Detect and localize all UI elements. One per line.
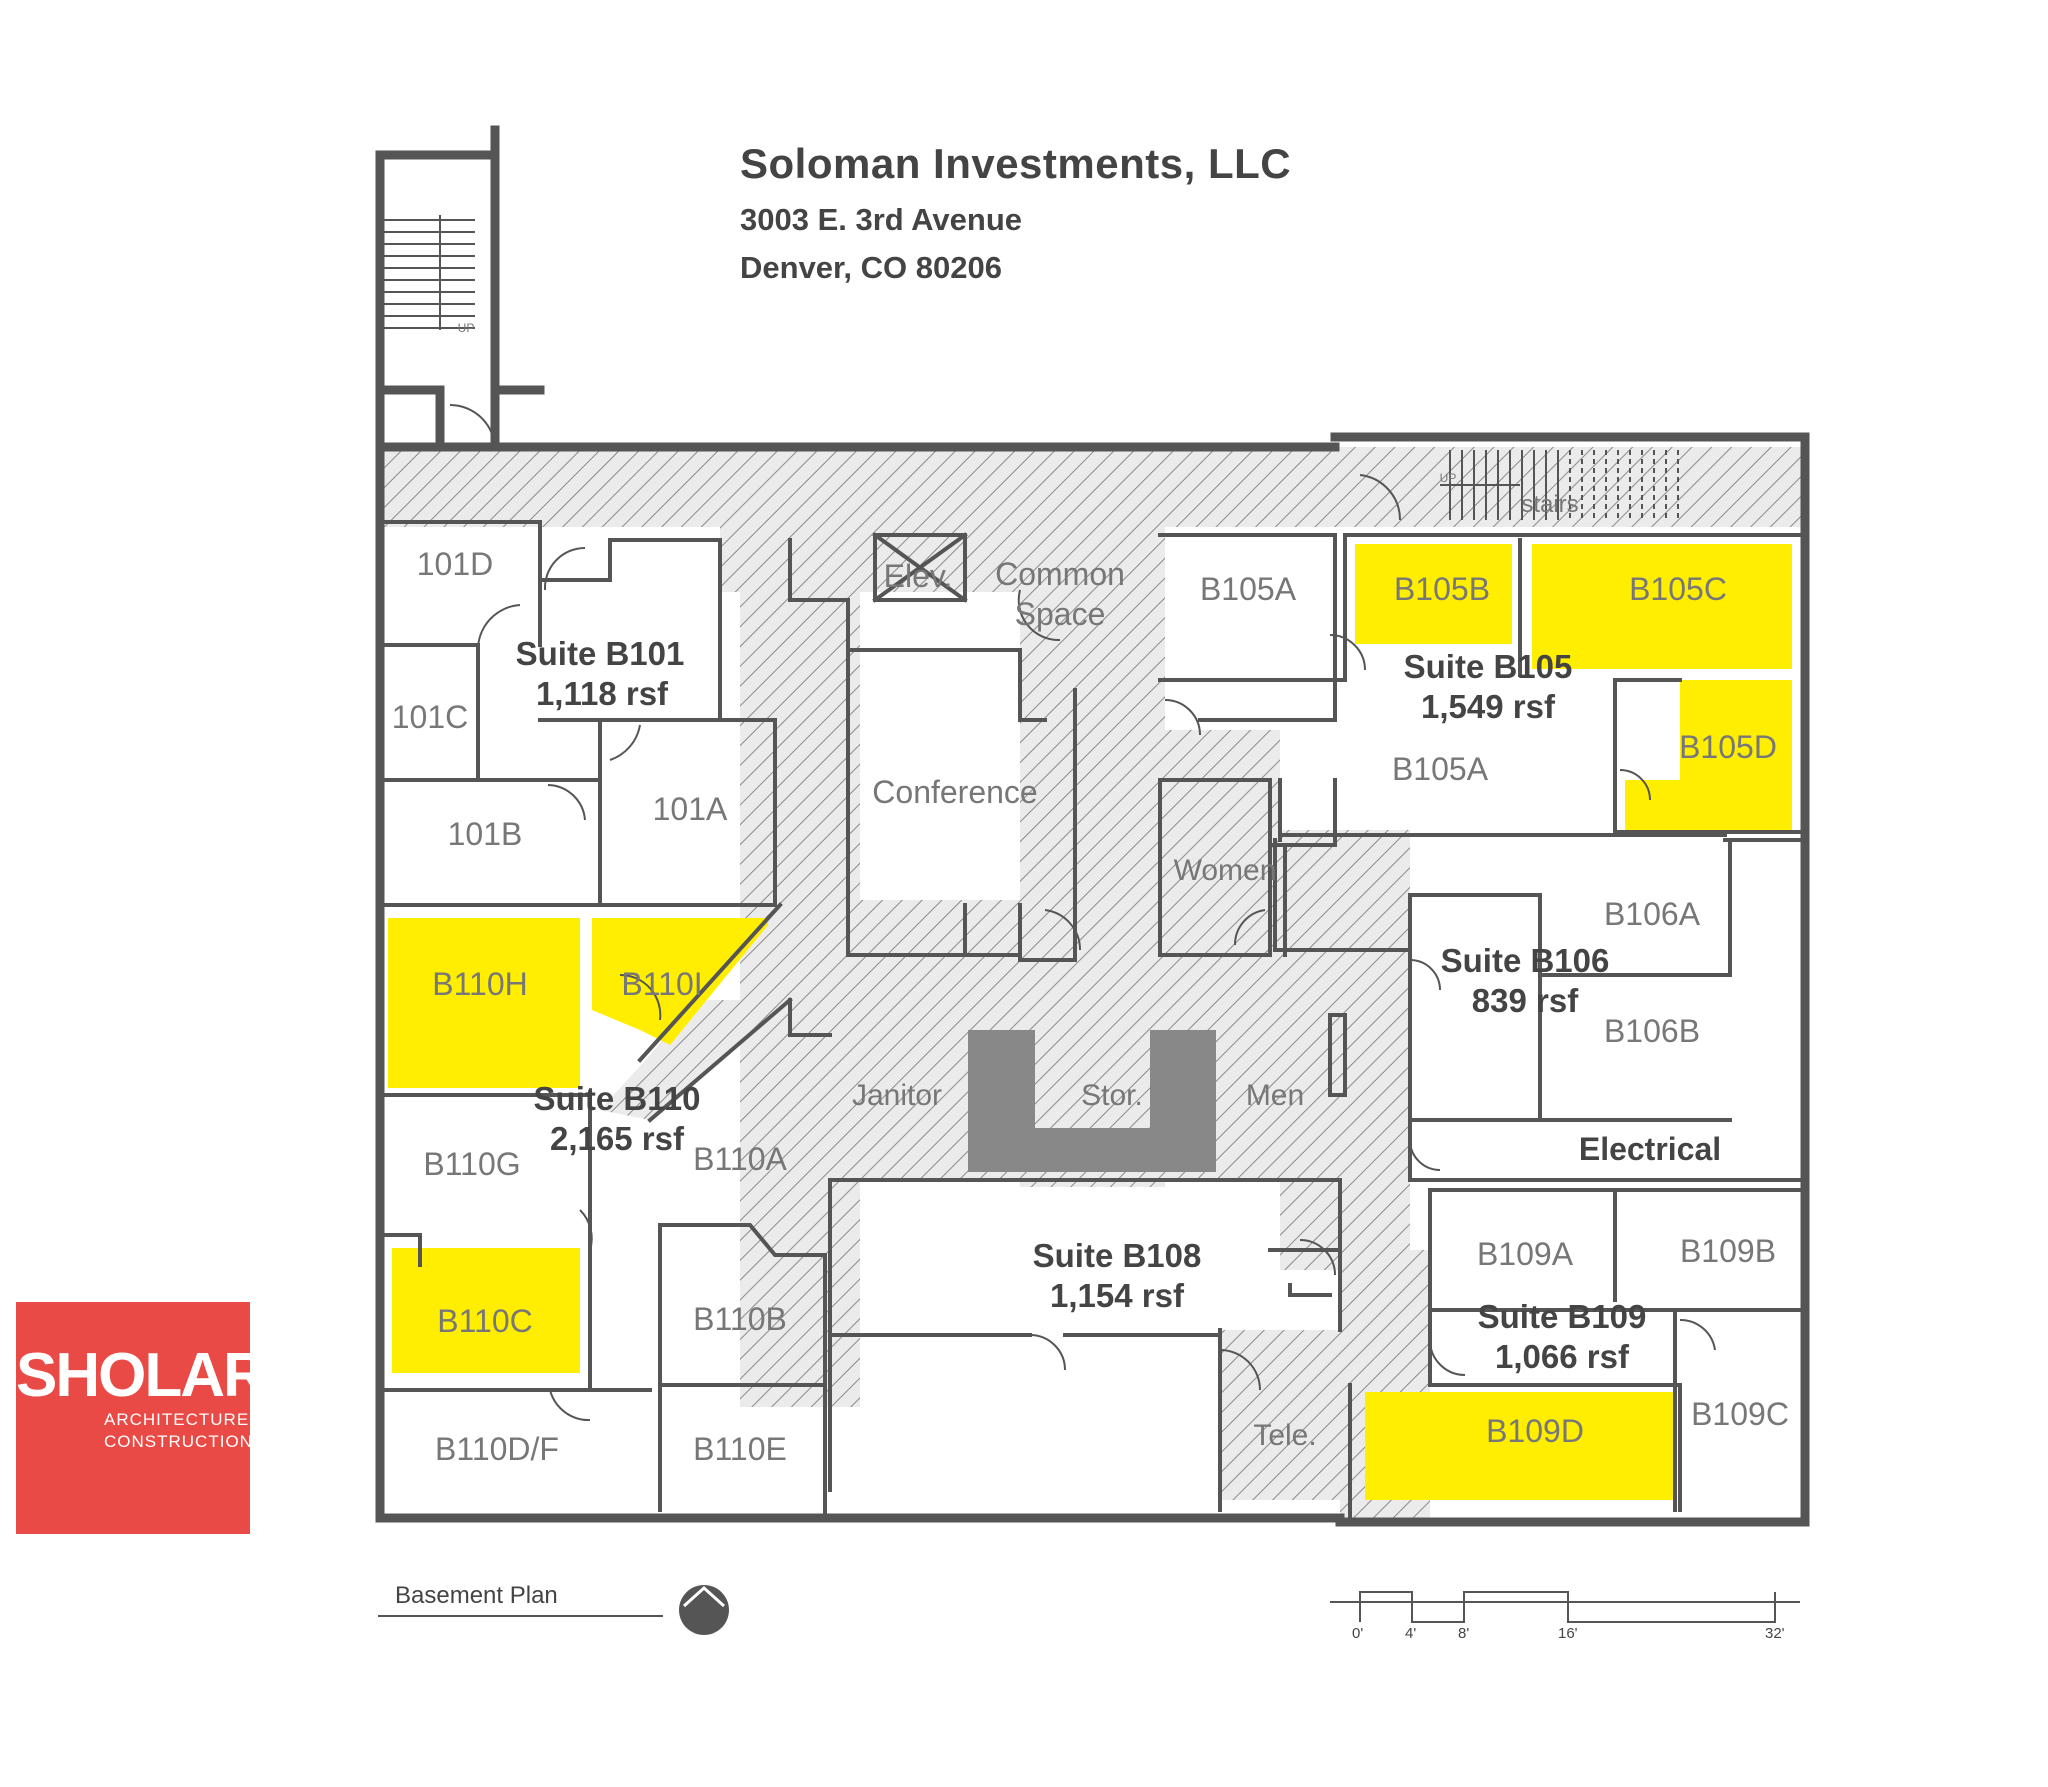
label-common-2: Space [1015, 596, 1106, 632]
label-electrical: Electrical [1579, 1131, 1721, 1167]
sholar-logo: SHOLAR ARCHITECTURE CONSTRUCTION [16, 1302, 268, 1534]
logo-line-2: CONSTRUCTION [104, 1432, 253, 1451]
label-stairs: stairs [1521, 491, 1578, 518]
highlight-b110i [592, 918, 768, 1045]
room-b109d: B109D [1486, 1413, 1584, 1449]
address-line-2: Denver, CO 80206 [740, 250, 1002, 285]
scale-label-4: 4' [1405, 1625, 1417, 1642]
room-b110c: B110C [437, 1303, 532, 1339]
room-b106a: B106A [1604, 896, 1701, 932]
label-tele: Tele. [1253, 1419, 1316, 1452]
suite-b105-area: 1,549 rsf [1421, 688, 1556, 725]
room-b110i: B110I [621, 966, 702, 1002]
room-b109b: B109B [1680, 1233, 1776, 1269]
walls [375, 125, 1810, 1527]
highlighted-spaces [388, 544, 1792, 1500]
room-b109c: B109C [1691, 1396, 1789, 1432]
suite-b101-area: 1,118 rsf [536, 675, 669, 712]
scale-label-8: 8' [1458, 1625, 1470, 1642]
room-b105b: B105B [1394, 571, 1490, 607]
scale-bar [1330, 1591, 1800, 1623]
highlight-b110c [392, 1248, 580, 1373]
suite-b101-name: Suite B101 [516, 635, 685, 672]
suite-b108-name: Suite B108 [1033, 1237, 1202, 1274]
highlight-b105d [1625, 680, 1792, 832]
room-101b: 101B [448, 816, 523, 852]
suite-b105-name: Suite B105 [1404, 648, 1573, 685]
room-b110df: B110D/F [435, 1431, 559, 1467]
label-conference: Conference [872, 774, 1037, 810]
address-line-1: 3003 E. 3rd Avenue [740, 202, 1023, 237]
suite-b106-name: Suite B106 [1441, 942, 1610, 979]
room-b105a-lower: B105A [1392, 751, 1489, 787]
suite-b110-name: Suite B110 [534, 1080, 701, 1117]
room-101a: 101A [653, 791, 728, 827]
room-b110b: B110B [693, 1301, 787, 1337]
room-101c: 101C [392, 699, 469, 735]
highlight-b110h [388, 918, 580, 1088]
label-up-right: UP [1440, 471, 1457, 485]
suite-b110-area: 2,165 rsf [550, 1120, 685, 1157]
title-block: Soloman Investments, LLC 3003 E. 3rd Ave… [740, 140, 1291, 286]
north-arrow-icon [679, 1585, 729, 1635]
scale-label-0: 0' [1352, 1625, 1364, 1642]
room-b105a-top: B105A [1200, 571, 1297, 607]
door-swings [449, 404, 1716, 1422]
stair-treads [380, 215, 1679, 520]
logo-name: SHOLAR [16, 1341, 268, 1410]
logo-line-1: ARCHITECTURE [104, 1410, 250, 1429]
highlight-b105c [1532, 544, 1792, 669]
label-women: Women [1174, 854, 1277, 887]
label-janitor: Janitor [852, 1079, 942, 1112]
label-common-1: Common [995, 556, 1125, 592]
room-b110e: B110E [693, 1431, 787, 1467]
room-b105d: B105D [1679, 729, 1777, 765]
room-101d: 101D [417, 546, 494, 582]
suite-b109-name: Suite B109 [1478, 1298, 1647, 1335]
company-title: Soloman Investments, LLC [740, 140, 1292, 187]
room-b110h: B110H [432, 966, 527, 1002]
plan-label-underline [378, 1615, 663, 1617]
label-elevator: Elev. [884, 558, 953, 594]
scale-label-32: 32' [1765, 1625, 1785, 1642]
scale-label-16: 16' [1558, 1625, 1578, 1642]
label-up-top: UP [458, 321, 475, 335]
plan-label: Basement Plan [395, 1582, 558, 1609]
room-b110a: B110A [693, 1141, 787, 1177]
room-b110g: B110G [423, 1146, 520, 1182]
room-b106b: B106B [1604, 1013, 1700, 1049]
label-storage: Stor. [1081, 1079, 1143, 1112]
suite-b108-area: 1,154 rsf [1050, 1277, 1185, 1314]
room-b105c: B105C [1629, 571, 1727, 607]
highlight-b109d [1365, 1392, 1675, 1500]
suite-b109-area: 1,066 rsf [1495, 1338, 1630, 1375]
label-men: Men [1246, 1079, 1304, 1112]
highlight-b105b [1355, 544, 1512, 644]
suite-b106-area: 839 rsf [1472, 982, 1579, 1019]
room-b109a: B109A [1477, 1236, 1574, 1272]
